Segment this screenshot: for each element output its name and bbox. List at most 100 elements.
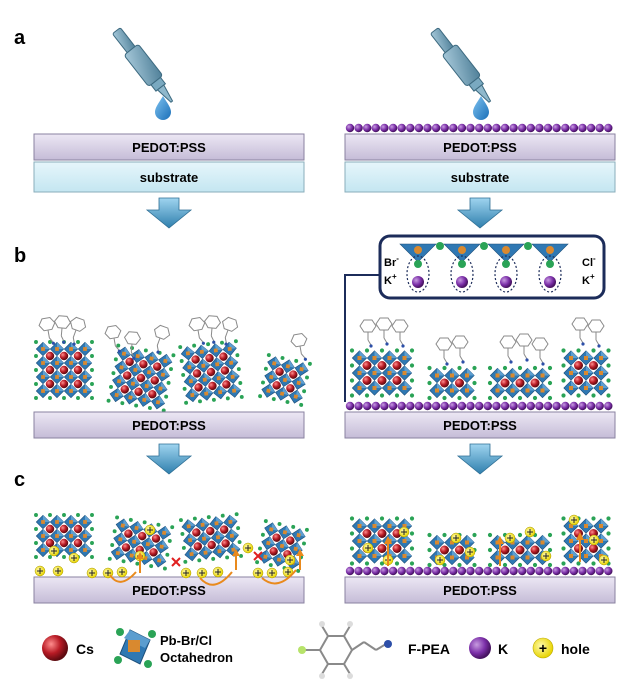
fpea-molecule xyxy=(587,319,605,348)
k-ion xyxy=(500,566,510,576)
k-ion xyxy=(414,401,424,411)
inset-cl-label: Cl- xyxy=(582,254,596,269)
k-ion xyxy=(543,401,553,411)
k-ion xyxy=(449,566,458,576)
fpea-molecule xyxy=(188,316,206,345)
k-ion xyxy=(456,276,468,288)
k-ion xyxy=(354,123,363,133)
charge-transfer-arrow xyxy=(199,571,233,586)
fpea-molecule xyxy=(38,316,56,345)
k-ion xyxy=(586,401,596,411)
inset-ion-pair xyxy=(538,255,562,293)
k-ion xyxy=(371,123,380,133)
k-ion xyxy=(345,401,355,411)
k-ion xyxy=(397,566,406,576)
fpea-molecule xyxy=(359,319,377,348)
k-ion xyxy=(552,123,561,133)
fpea-molecule xyxy=(391,319,409,348)
k-ion xyxy=(345,566,355,576)
hole-marker xyxy=(434,554,446,566)
k-ion xyxy=(475,401,484,411)
fpea-molecule xyxy=(571,317,589,346)
k-ion xyxy=(371,566,380,576)
k-ion xyxy=(388,401,398,411)
inset-k-label-left: K+ xyxy=(384,272,397,287)
k-ion xyxy=(483,401,492,411)
k-ion xyxy=(535,566,544,576)
perovskite-crystal xyxy=(487,365,553,401)
k-ion xyxy=(595,123,604,133)
k-ion xyxy=(449,123,458,133)
halide-ion xyxy=(502,260,510,268)
pedot-layer-b-right xyxy=(344,411,616,439)
k-ion xyxy=(543,123,553,133)
hole-marker xyxy=(504,532,516,544)
k-ion xyxy=(552,401,561,411)
fpea-molecule xyxy=(153,324,171,354)
hole-marker xyxy=(68,552,80,564)
perovskite-crystal xyxy=(34,340,94,400)
k-ion xyxy=(466,566,475,576)
k-ion xyxy=(509,123,518,133)
k-ion xyxy=(483,566,492,576)
fpea-molecule xyxy=(435,337,453,366)
inset-ion-pair xyxy=(406,255,430,293)
perovskite-crystal xyxy=(561,348,611,398)
fpea-molecule xyxy=(499,335,517,364)
pedot-layer-c-right xyxy=(344,576,616,604)
hole-legend-icon xyxy=(532,637,554,659)
perovskite-crystal xyxy=(106,343,176,413)
k-ion xyxy=(423,123,432,133)
pedot-layer-b-left xyxy=(33,411,305,439)
hole-marker xyxy=(524,526,536,538)
pedot-label: PEDOT:PSS xyxy=(443,140,517,155)
k-ion xyxy=(397,401,406,411)
k-ion xyxy=(466,123,475,133)
substrate-label: substrate xyxy=(451,170,510,185)
hole-marker xyxy=(284,554,296,566)
k-ion xyxy=(406,566,415,576)
hole-marker xyxy=(588,534,600,546)
k-ion xyxy=(423,401,432,411)
k-ion xyxy=(440,401,449,411)
hole-marker xyxy=(52,565,64,577)
k-ion xyxy=(604,123,613,133)
halide-ion xyxy=(480,242,488,250)
pipette-icon xyxy=(430,27,492,103)
substrate-layer-a-left xyxy=(33,161,305,193)
pedot-layer-c-left xyxy=(33,576,305,604)
k-ion xyxy=(586,123,596,133)
k-ion xyxy=(363,401,372,411)
k-ion xyxy=(578,123,587,133)
k-ion xyxy=(604,401,613,411)
pedot-label: PEDOT:PSS xyxy=(132,583,206,598)
k-ion xyxy=(431,401,441,411)
k-ion xyxy=(543,566,553,576)
hole-marker xyxy=(450,532,462,544)
k-ion xyxy=(500,123,510,133)
k-ion xyxy=(526,123,535,133)
k-ion xyxy=(483,123,492,133)
k-ion xyxy=(535,401,544,411)
k-ion xyxy=(492,401,501,411)
k-ion xyxy=(561,401,570,411)
legend: Cs Pb-Br/Cl Octahedron xyxy=(42,621,590,679)
hole-marker xyxy=(252,567,264,579)
k-ion xyxy=(578,566,587,576)
k-ion xyxy=(363,123,372,133)
k-ion xyxy=(406,123,415,133)
fpea-molecule xyxy=(123,331,142,360)
panel-label-b: b xyxy=(14,245,26,267)
k-ion xyxy=(397,123,406,133)
fpea-molecule xyxy=(53,315,72,344)
interface-inset: Br- K+ Cl- K+ xyxy=(344,234,606,402)
pedot-layer-a-left xyxy=(33,133,305,161)
k-ion xyxy=(457,566,467,576)
fpea-molecule-icon xyxy=(298,621,392,679)
hole-marker xyxy=(116,566,128,578)
down-arrow-icon xyxy=(145,197,193,229)
k-ion xyxy=(500,401,510,411)
perovskite-crystal xyxy=(349,516,415,566)
k-ion xyxy=(500,276,512,288)
droplet-icon xyxy=(155,96,171,120)
